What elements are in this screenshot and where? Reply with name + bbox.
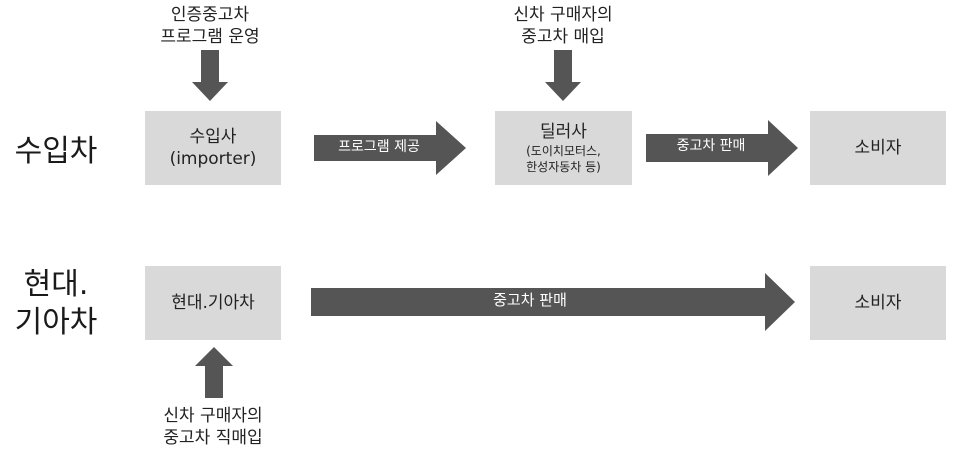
node-consumer-domestic: 소비자 [810,266,946,340]
note-certified-line2: 프로그램 운영 [160,27,260,47]
arrow-program-supply-label: 프로그램 제공 [338,139,420,155]
node-dealer: 딜러사 (도이치모터스, 한성자동차 등) [495,111,632,185]
note-dealer-purchase-line2: 중고차 매입 [521,27,605,47]
node-consumer-import: 소비자 [810,111,946,185]
row-label-import: 수입차 [8,133,104,171]
row-label-domestic-line2: 기아차 [14,305,98,340]
node-dealer-line2: (도이치모터스, [526,144,601,158]
note-dealer-purchase-line1: 신차 구매자의 [513,5,613,25]
down-arrow-dealer-purchase [545,50,581,101]
row-label-import-text: 수입차 [14,134,98,169]
node-importer-line1: 수입사 [189,127,237,147]
note-certified-line1: 인증중고차 [170,5,250,25]
note-dealer-purchase: 신차 구매자의 중고차 매입 [490,4,636,48]
arrow-used-sale-import-label: 중고차 판매 [676,138,746,154]
node-hyundai-kia: 현대.기아차 [145,266,281,340]
arrow-program-supply [314,121,466,175]
note-direct-purchase-line2: 중고차 직매입 [163,428,263,448]
node-importer-line2: (importer) [169,149,257,169]
row-label-domestic: 현대. 기아차 [8,266,104,342]
row-label-domestic-line1: 현대. [23,267,89,302]
note-certified-program: 인증중고차 프로그램 운영 [140,4,280,48]
note-direct-purchase: 신차 구매자의 중고차 직매입 [138,405,288,449]
node-consumer-import-label: 소비자 [854,138,902,158]
arrow-used-sale-domestic [311,273,795,331]
up-arrow-direct-purchase [195,347,233,398]
node-importer: 수입사 (importer) [145,111,281,185]
arrow-used-sale-domestic-label: 중고차 판매 [493,291,567,309]
node-consumer-domestic-label: 소비자 [854,293,902,313]
down-arrow-certified [192,50,228,101]
note-direct-purchase-line1: 신차 구매자의 [163,406,263,426]
node-hyundai-kia-label: 현대.기아차 [171,293,255,313]
node-dealer-line1: 딜러사 [540,122,587,142]
arrow-used-sale-import [646,120,798,176]
node-dealer-line3: 한성자동차 등) [526,160,601,174]
